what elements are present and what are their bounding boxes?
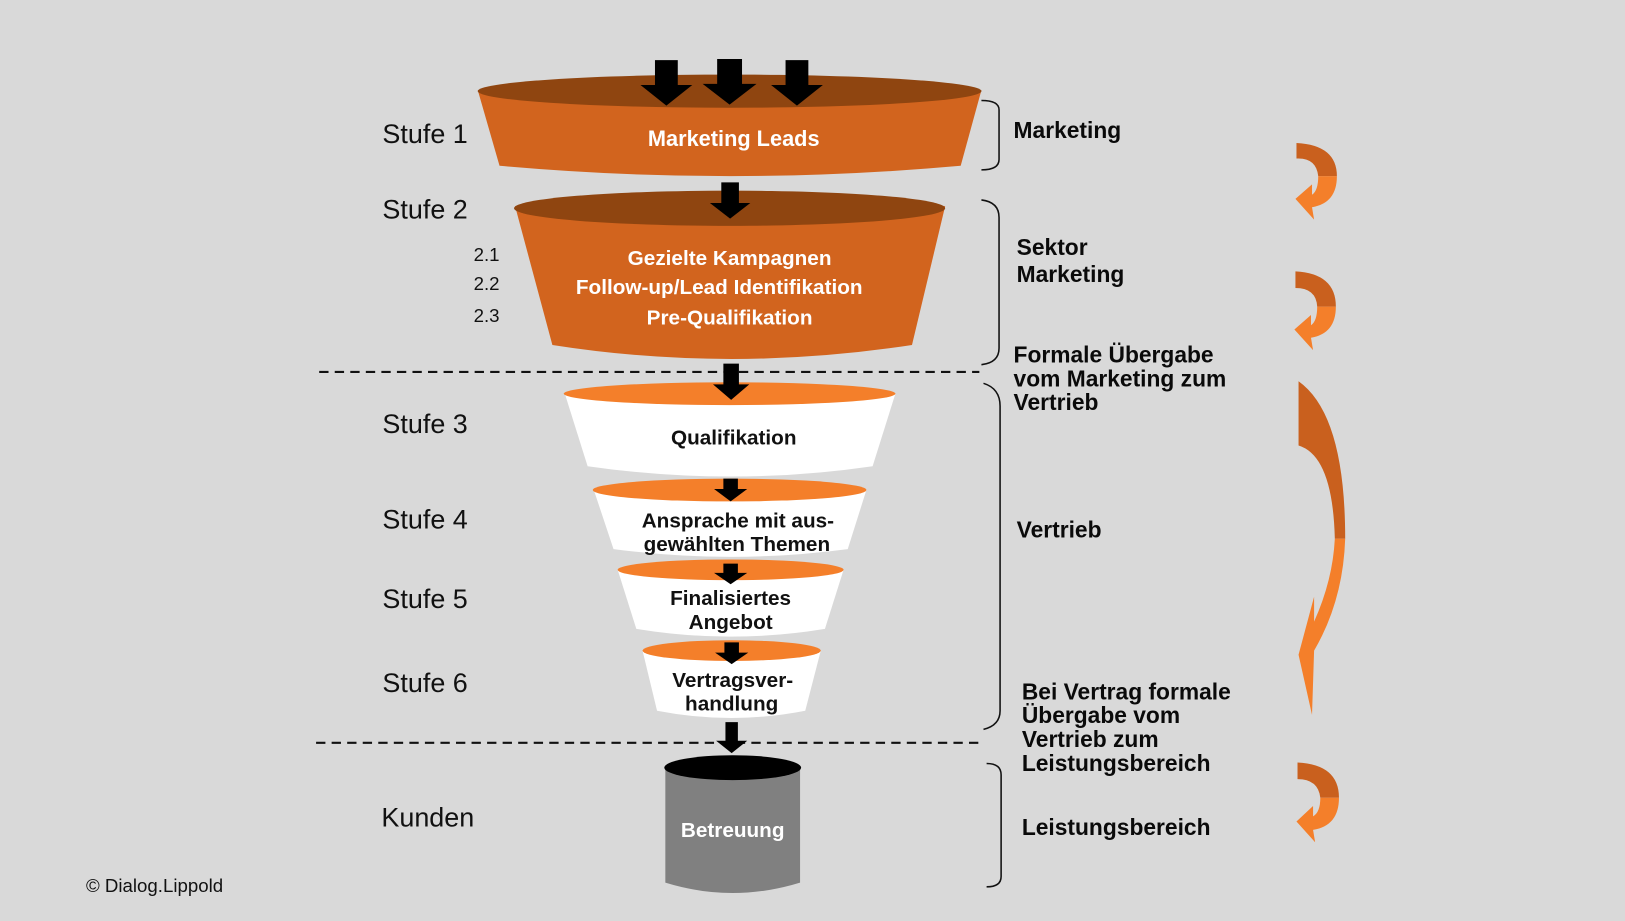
funnel-level-2-line-1: Gezielte Kampagnen — [628, 247, 832, 270]
curved-arrow-icon — [1295, 142, 1337, 220]
brace-marketing — [981, 99, 1000, 171]
stage-label-stufe-2: Stufe 2 — [382, 195, 467, 225]
substep-label: 2.2 — [474, 273, 500, 294]
stage-label-stufe-5: Stufe 5 — [382, 584, 467, 614]
funnel-level-2-line-3: Pre-Qualifikation — [647, 306, 813, 329]
arrow-down-icon — [714, 478, 748, 502]
arrow-down-icon — [714, 563, 748, 585]
arrow-down-icon — [715, 642, 749, 665]
side-label-uebergabe-1-line-1: Formale Übergabe — [1014, 342, 1214, 368]
funnel-level-6-line-2: handlung — [685, 693, 778, 716]
funnel-level-4-line-1: Ansprache mit aus- — [642, 509, 834, 532]
substep-label: 2.3 — [474, 305, 500, 326]
brace-vertrieb — [983, 382, 1001, 731]
funnel-level-2-line-2: Follow-up/Lead Identifikation — [576, 276, 863, 299]
cylinder-top — [664, 755, 802, 781]
arrow-down-icon — [702, 59, 757, 105]
stage-label-stufe-4: Stufe 4 — [382, 504, 467, 534]
substep-label: 2.1 — [474, 244, 500, 265]
curved-arrows — [1294, 142, 1346, 843]
side-label-leistungsbereich: Leistungsbereich — [1022, 814, 1211, 840]
side-label-uebergabe-2-line-2: Übergabe vom — [1022, 702, 1180, 728]
funnel-level-4-body — [593, 490, 867, 557]
curved-arrow-long-icon — [1298, 381, 1346, 715]
funnel-level-4-line-2: gewählten Themen — [644, 533, 831, 556]
side-label-marketing: Marketing — [1014, 117, 1122, 143]
side-label-sektor-line-2: Marketing — [1017, 261, 1125, 287]
side-labels: Marketing Sektor Marketing Formale Überg… — [1014, 117, 1231, 840]
side-label-uebergabe-2-line-1: Bei Vertrag formale — [1022, 678, 1231, 704]
brace-sektor-marketing — [981, 199, 1000, 366]
input-arrows — [640, 59, 823, 106]
funnel-level-2-body — [515, 206, 946, 359]
side-label-vertrieb: Vertrieb — [1017, 517, 1102, 543]
funnel-level-5-line-2: Angebot — [689, 611, 773, 634]
funnel-level-1-body — [477, 90, 982, 177]
funnel-level-3-body — [564, 393, 896, 477]
funnel-level-3-label: Qualifikation — [671, 426, 797, 449]
braces — [981, 99, 1002, 888]
stage-label-kunden: Kunden — [381, 803, 474, 833]
funnel-level-5: Finalisiertes Angebot — [617, 559, 844, 637]
funnel-level-5-body — [617, 569, 844, 637]
arrow-down-icon — [771, 60, 823, 106]
arrow-down-icon — [713, 363, 750, 400]
stage-label-stufe-3: Stufe 3 — [382, 409, 467, 439]
cylinder-body — [665, 767, 801, 894]
funnel-level-4: Ansprache mit aus- gewählten Themen — [592, 478, 867, 557]
arrow-down-icon — [716, 722, 748, 754]
arrow-down-icon — [640, 60, 693, 106]
side-label-uebergabe-1-line-2: vom Marketing zum — [1014, 365, 1227, 391]
funnel-level-6: Vertragsver- handlung — [642, 640, 821, 718]
cylinder-label: Betreuung — [681, 819, 785, 842]
funnel-level-6-body — [642, 650, 821, 718]
stage-label-stufe-6: Stufe 6 — [382, 668, 467, 698]
stage-labels: Stufe 1 Stufe 2 Stufe 3 Stufe 4 Stufe 5 … — [381, 119, 499, 833]
curved-arrow-icon — [1296, 762, 1339, 843]
stage-label-stufe-1: Stufe 1 — [382, 119, 467, 149]
side-label-uebergabe-2-line-3: Vertrieb zum — [1022, 726, 1159, 752]
funnel-level-1-label: Marketing Leads — [648, 126, 820, 151]
curved-arrow-icon — [1294, 271, 1336, 351]
arrow-down-icon — [709, 182, 751, 219]
funnel-level-2: Gezielte Kampagnen Follow-up/Lead Identi… — [514, 190, 946, 359]
funnel-level-5-line-1: Finalisiertes — [670, 587, 791, 610]
side-label-uebergabe-2-line-4: Leistungsbereich — [1022, 750, 1211, 776]
copyright-notice: © Dialog.Lippold — [86, 875, 223, 896]
side-label-uebergabe-1-line-3: Vertrieb — [1014, 389, 1099, 415]
funnel-level-6-line-1: Vertragsver- — [672, 669, 793, 692]
brace-leistungsbereich — [986, 762, 1002, 888]
side-label-sektor-line-1: Sektor — [1017, 234, 1088, 260]
cylinder-betreuung: Betreuung — [664, 755, 802, 894]
